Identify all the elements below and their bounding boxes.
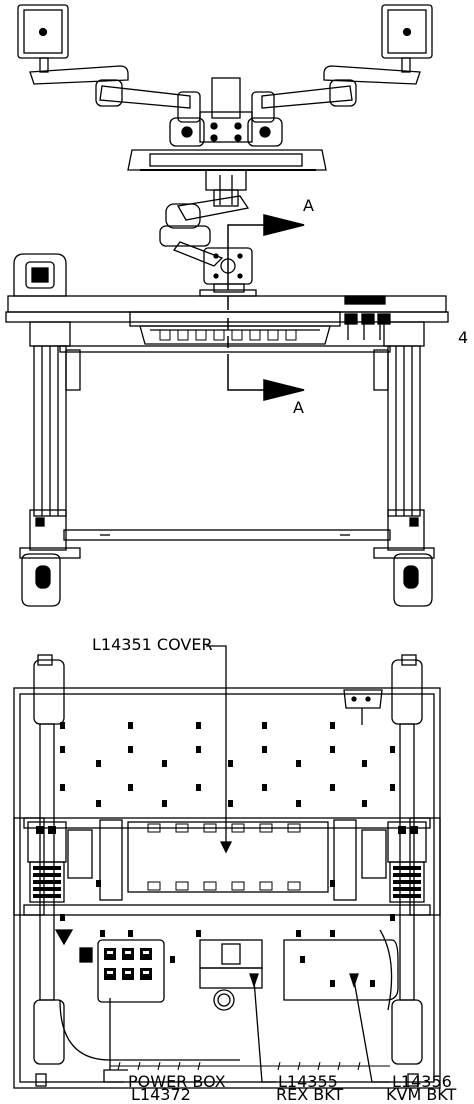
power-box-callout-line1: POWER BOX xyxy=(128,1072,226,1091)
right-monitor-plate xyxy=(381,4,433,59)
section-arrow-top xyxy=(263,214,305,236)
desk-top xyxy=(5,289,449,345)
plan-outer-frame xyxy=(13,687,441,1089)
section-arrow-bottom xyxy=(263,379,305,401)
kvm-callout-line1: L14356 xyxy=(392,1072,452,1091)
plan-plug-plate xyxy=(343,689,383,725)
plan-kvm-bracket xyxy=(283,929,399,1011)
plan-motor-right xyxy=(361,821,427,903)
plan-rex-bracket xyxy=(199,939,263,1011)
kvm-leader xyxy=(349,973,390,1083)
lower-stretcher xyxy=(63,529,391,541)
cover-callout: L14351 COVER xyxy=(92,635,213,654)
power-box-leader xyxy=(103,998,128,1083)
right-leg xyxy=(373,321,425,551)
plan-motor-left xyxy=(27,821,93,903)
plan-leg-top-left xyxy=(33,654,65,725)
left-leg xyxy=(29,321,81,551)
plan-view xyxy=(13,645,441,1089)
rex-callout-line2: REX BKT xyxy=(276,1085,344,1104)
left-monitor-arm xyxy=(29,57,201,123)
kvm-callout-line2: KVM BKT xyxy=(386,1085,457,1104)
power-box-callout-line2: L14372 xyxy=(131,1085,191,1104)
keyboard-tray xyxy=(127,149,327,207)
plan-leg-bottom-left xyxy=(33,999,65,1087)
plan-rail-lower xyxy=(23,904,431,916)
plan-power-box xyxy=(54,929,240,1061)
plan-cover xyxy=(99,819,357,901)
rex-callout-line1: L14355 xyxy=(278,1072,338,1091)
section-label-bottom: A xyxy=(293,398,304,417)
front-elevation-view xyxy=(5,4,449,607)
plan-leg-top-right xyxy=(391,654,423,725)
lower-articulating-arm xyxy=(159,195,253,293)
mounting-holes xyxy=(60,722,395,987)
section-label-top: A xyxy=(303,196,314,215)
upper-crossbar xyxy=(59,345,391,353)
right-monitor-arm xyxy=(251,57,421,123)
left-caster xyxy=(19,547,81,607)
left-outlet-device xyxy=(13,253,67,297)
section-line-a-a xyxy=(227,214,305,401)
right-caster xyxy=(373,547,435,607)
cable-tie-row xyxy=(110,1061,390,1071)
left-monitor-plate xyxy=(17,4,69,59)
edge-fragment-text: 4 xyxy=(458,328,469,347)
center-mast xyxy=(169,77,283,147)
plan-rail-upper xyxy=(23,817,431,829)
rex-leader xyxy=(249,973,276,1083)
cover-leader xyxy=(206,645,233,854)
